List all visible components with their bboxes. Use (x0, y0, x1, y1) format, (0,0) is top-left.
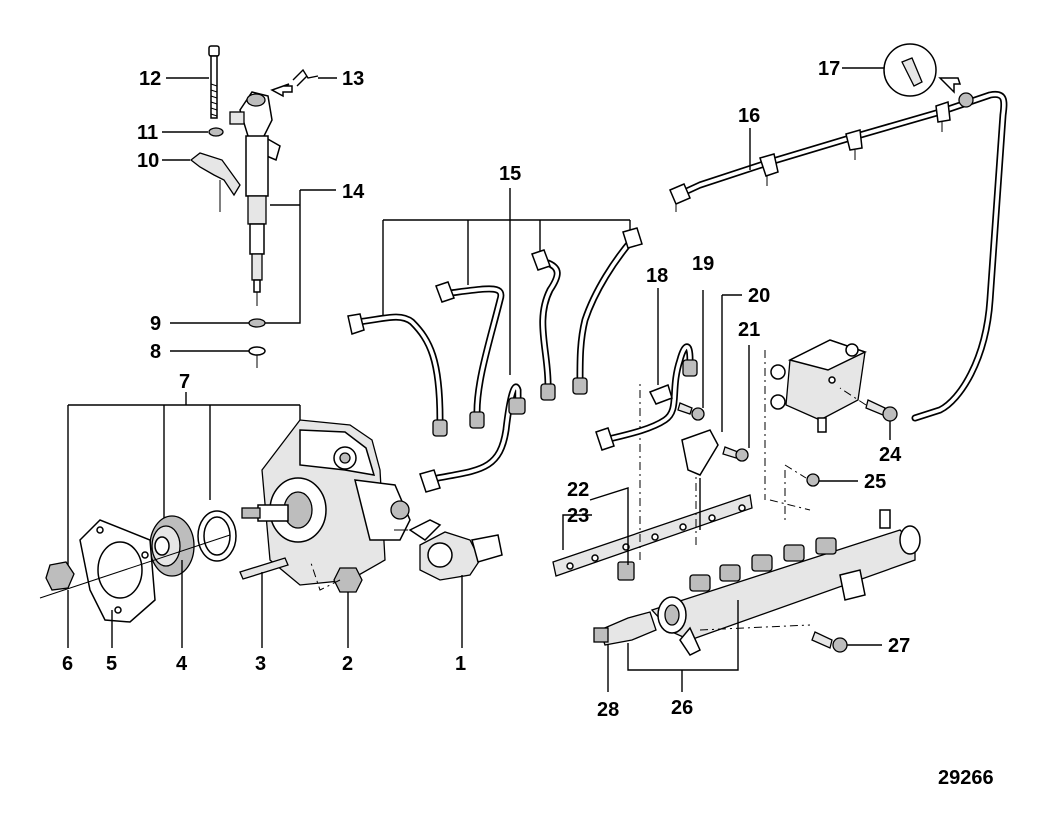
washer-11 (208, 127, 224, 137)
seal-9 (248, 318, 266, 328)
high-pressure-pump-7 (39, 392, 411, 648)
callout-12: 12 (139, 68, 161, 90)
injector-14 (229, 91, 281, 306)
bracket-23 (552, 380, 753, 581)
clamp-10 (189, 152, 241, 197)
callout-9: 9 (150, 313, 161, 335)
seal-8 (248, 346, 266, 356)
callout-labels: 1 2 3 4 5 6 7 8 9 10 11 12 13 14 15 16 1… (62, 58, 910, 721)
callout-14: 14 (342, 181, 365, 203)
callout-20: 20 (748, 285, 770, 307)
callout-5: 5 (106, 653, 117, 675)
high-pressure-lines-15 (347, 188, 643, 493)
callout-15: 15 (499, 163, 521, 185)
return-block-assembly (595, 288, 898, 530)
callout-4: 4 (176, 653, 188, 675)
clip-13 (292, 68, 319, 81)
return-line-16 (669, 43, 1008, 422)
bolt-12 (208, 45, 220, 119)
callout-7: 7 (179, 371, 190, 393)
callout-25: 25 (864, 471, 886, 493)
callout-26: 26 (671, 697, 693, 719)
figure-number: 29266 (938, 767, 994, 789)
callout-19: 19 (692, 253, 714, 275)
callout-13: 13 (342, 68, 364, 90)
injector-assembly (162, 45, 337, 368)
fuel-rail-26 (593, 509, 921, 692)
callout-11: 11 (137, 122, 158, 144)
callout-17: 17 (818, 58, 840, 80)
callout-2: 2 (342, 653, 353, 675)
callout-16: 16 (738, 105, 760, 127)
callout-10: 10 (137, 150, 159, 172)
callout-21: 21 (738, 319, 760, 341)
callout-1: 1 (455, 653, 466, 675)
callout-28: 28 (597, 699, 619, 721)
callout-6: 6 (62, 653, 73, 675)
callout-24: 24 (879, 444, 902, 466)
callout-8: 8 (150, 341, 161, 363)
callout-3: 3 (255, 653, 266, 675)
callout-27: 27 (888, 635, 910, 657)
callout-23: 23 (567, 505, 589, 527)
callout-18: 18 (646, 265, 668, 287)
pressure-regulator-1 (394, 519, 503, 648)
callout-22: 22 (567, 479, 589, 501)
